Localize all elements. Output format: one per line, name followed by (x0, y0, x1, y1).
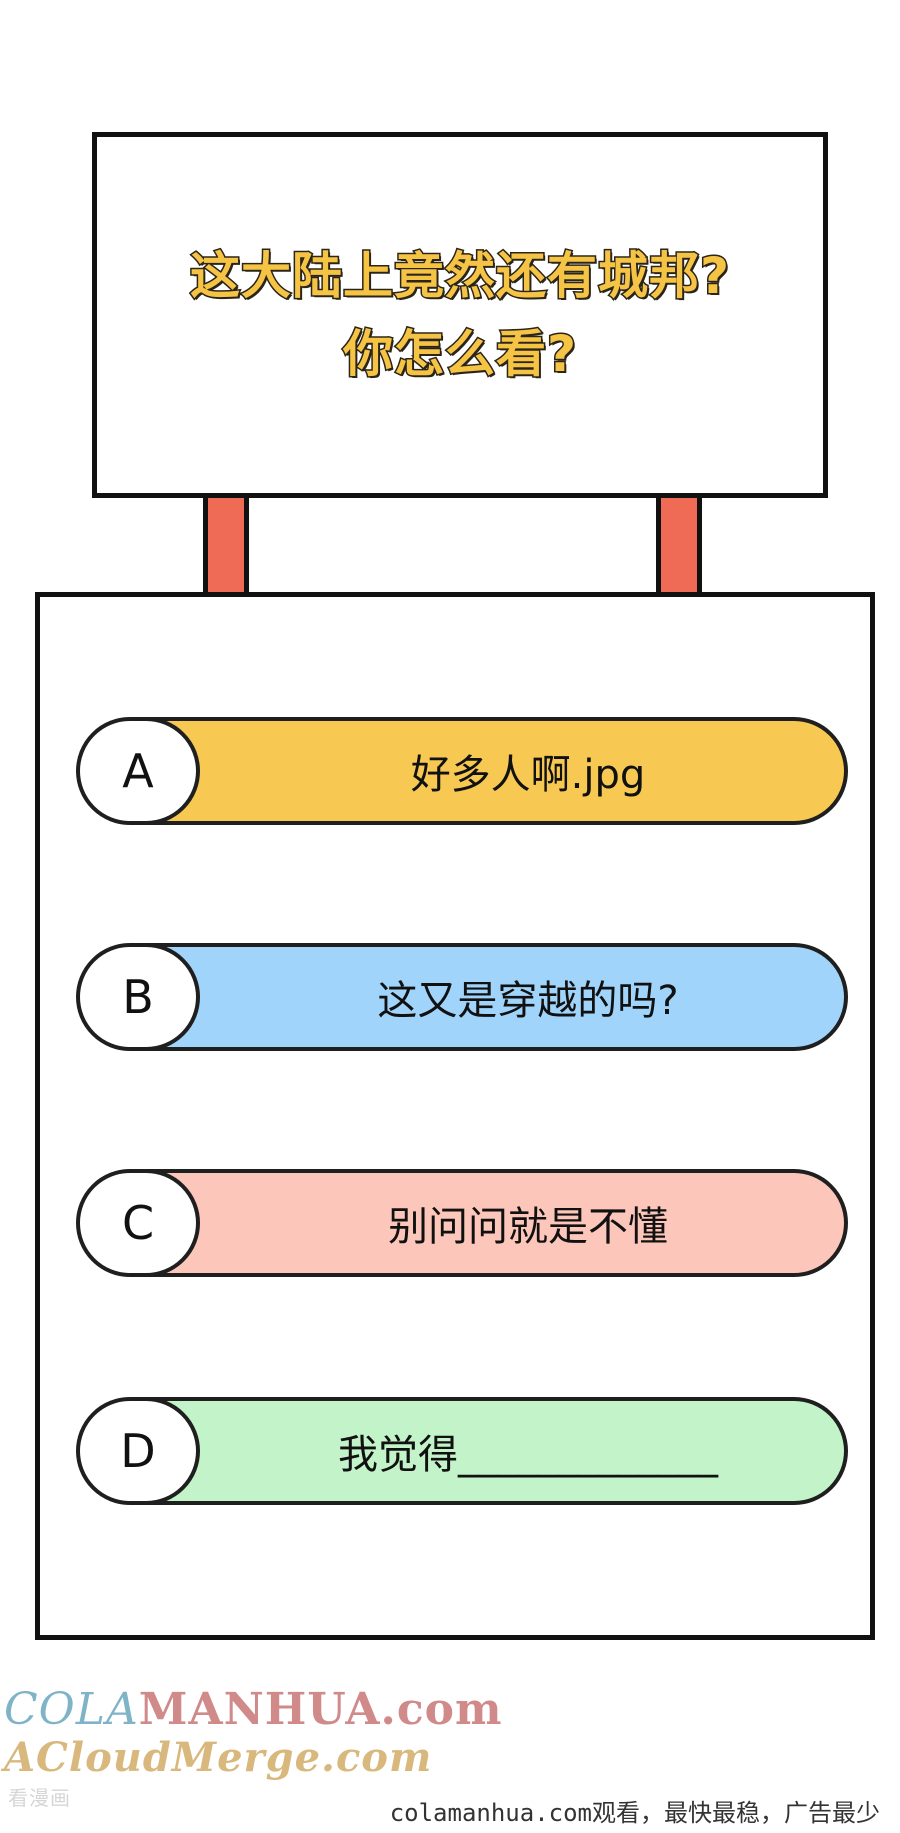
option-c-letter[interactable]: C (76, 1169, 200, 1277)
option-a[interactable]: 好多人啊.jpg A (76, 717, 850, 825)
option-a-bar[interactable]: 好多人啊.jpg (138, 717, 848, 825)
option-b-text: 这又是穿越的吗? (377, 978, 679, 1024)
option-c[interactable]: 别问问就是不懂 C (76, 1169, 850, 1277)
footer-note: colamanhua.com观看，最快最稳，广告最少 (389, 1799, 880, 1827)
question-line-2: 你怎么看? (341, 324, 577, 385)
option-d-bar[interactable]: 我觉得_____________ (138, 1397, 848, 1505)
watermark-acloudmerge: ACloudMerge.com (4, 1734, 433, 1781)
option-d[interactable]: 我觉得_____________ D (76, 1397, 850, 1505)
question-line-1: 这大陆上竟然还有城邦? (188, 246, 730, 307)
sign-post-right (656, 498, 702, 594)
option-a-letter[interactable]: A (76, 717, 200, 825)
option-b-letter[interactable]: B (76, 943, 200, 1051)
watermark-small: 看漫画 (8, 1786, 71, 1810)
watermark-cola: COLA (4, 1684, 139, 1735)
answer-board: 好多人啊.jpg A 这又是穿越的吗? B 别问问就是不懂 C 我觉得_____… (35, 592, 875, 1640)
question-board: 这大陆上竟然还有城邦? 你怎么看? (92, 132, 828, 498)
option-c-text: 别问问就是不懂 (388, 1204, 668, 1250)
option-b[interactable]: 这又是穿越的吗? B (76, 943, 850, 1051)
option-a-text: 好多人啊.jpg (410, 752, 646, 798)
option-d-letter[interactable]: D (76, 1397, 200, 1505)
watermark-colamanhua: COLAMANHUA.com (4, 1684, 503, 1735)
sign-post-left (203, 498, 249, 594)
option-c-bar[interactable]: 别问问就是不懂 (138, 1169, 848, 1277)
option-d-text: 我觉得_____________ (338, 1432, 718, 1478)
watermark-manhua: MANHUA.com (138, 1684, 503, 1735)
option-b-bar[interactable]: 这又是穿越的吗? (138, 943, 848, 1051)
